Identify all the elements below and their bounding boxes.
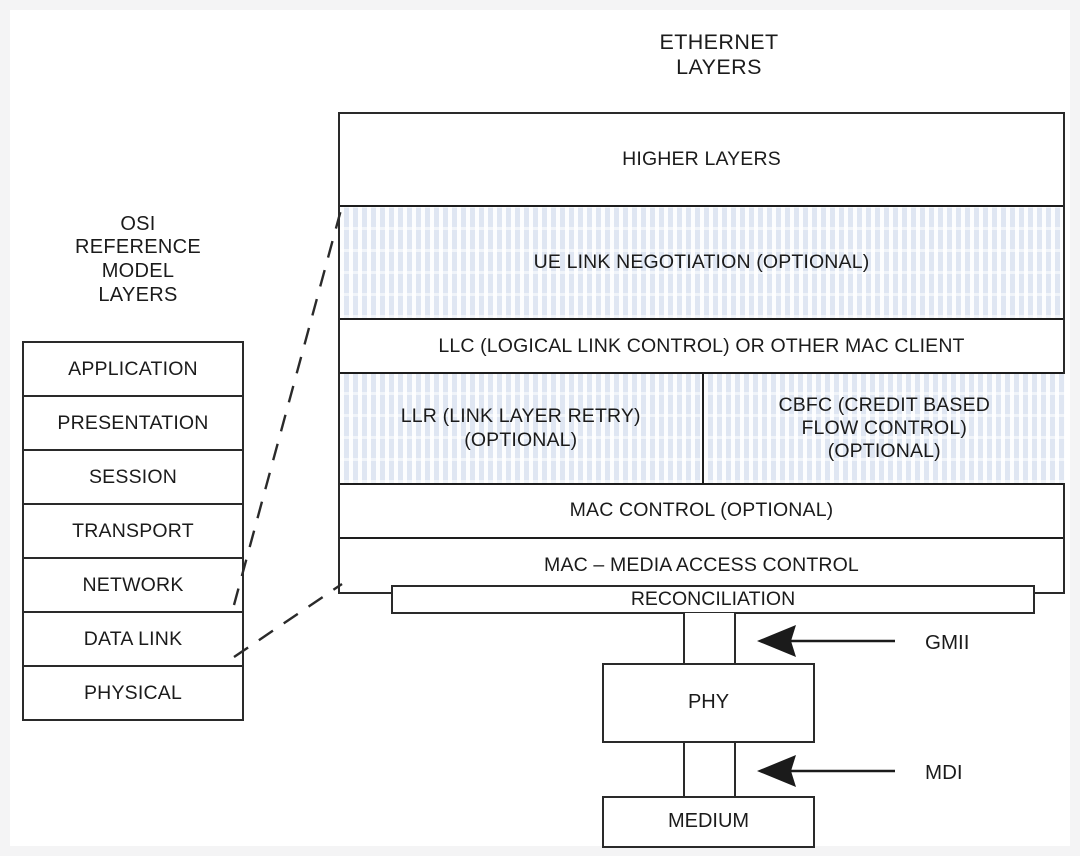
diagram-canvas: ETHERNET LAYERS OSI REFERENCE MODEL LAYE… (10, 10, 1070, 848)
osi-title-line-2: REFERENCE (74, 236, 202, 259)
gmii-label: GMII (925, 631, 970, 654)
ethernet-box-medium: MEDIUM (602, 796, 815, 848)
osi-title-line-1: OSI (120, 212, 156, 235)
ethernet-cell-cbfc: CBFC (CREDIT BASED FLOW CONTROL) (OPTION… (703, 374, 1065, 484)
llr-line-2: (OPTIONAL) (464, 428, 578, 451)
mdi-label: MDI (925, 761, 963, 784)
ethernet-row-llc: LLC (LOGICAL LINK CONTROL) OR OTHER MAC … (340, 320, 1063, 375)
osi-title-line-4: LAYERS (98, 283, 178, 306)
gmii-connector (683, 613, 736, 669)
ethernet-layers-title: ETHERNET LAYERS (594, 22, 844, 88)
ethernet-row-ue-link-negotiation: UE LINK NEGOTIATION (OPTIONAL) (340, 207, 1063, 320)
ethernet-row-mac-control: MAC CONTROL (OPTIONAL) (340, 485, 1063, 539)
ethernet-layer-stack: HIGHER LAYERS UE LINK NEGOTIATION (OPTIO… (338, 112, 1065, 594)
osi-layer-network: NETWORK (24, 559, 242, 613)
ethernet-title-line-1: ETHERNET (659, 29, 779, 54)
osi-layer-data-link: DATA LINK (24, 613, 242, 667)
ethernet-box-phy: PHY (602, 663, 815, 743)
dashed-callout-upper (232, 205, 344, 606)
ethernet-row-mac: MAC – MEDIA ACCESS CONTROL (544, 553, 859, 576)
ethernet-cell-llr: LLR (LINK LAYER RETRY) (OPTIONAL) (340, 374, 704, 484)
ethernet-title-line-2: LAYERS (676, 55, 762, 79)
gmii-arrow-head (757, 625, 796, 657)
osi-layer-physical: PHYSICAL (83, 681, 183, 704)
cbfc-line-1: CBFC (CREDIT BASED (778, 393, 990, 416)
ethernet-row-higher-layers: HIGHER LAYERS (340, 114, 1063, 208)
mdi-connector (683, 743, 736, 796)
cbfc-line-3: (OPTIONAL) (827, 440, 941, 463)
osi-layer-application: APPLICATION (24, 343, 242, 397)
osi-reference-model-title: OSI REFERENCE MODEL LAYERS (28, 192, 248, 328)
osi-layer-stack: APPLICATION PRESENTATION SESSION TRANSPO… (22, 341, 244, 721)
osi-layer-transport: TRANSPORT (24, 505, 242, 559)
dashed-callout-lower (233, 583, 343, 658)
ethernet-row-llr-cbfc: LLR (LINK LAYER RETRY) (OPTIONAL) CBFC (… (340, 374, 1065, 486)
ethernet-row-reconciliation: RECONCILIATION (391, 585, 1035, 614)
llr-line-1: LLR (LINK LAYER RETRY) (400, 405, 641, 428)
osi-layer-session: SESSION (24, 451, 242, 505)
osi-layer-presentation: PRESENTATION (24, 397, 242, 451)
osi-title-line-3: MODEL (101, 260, 175, 282)
mdi-arrow-head (757, 755, 796, 787)
cbfc-line-2: FLOW CONTROL) (801, 417, 967, 439)
